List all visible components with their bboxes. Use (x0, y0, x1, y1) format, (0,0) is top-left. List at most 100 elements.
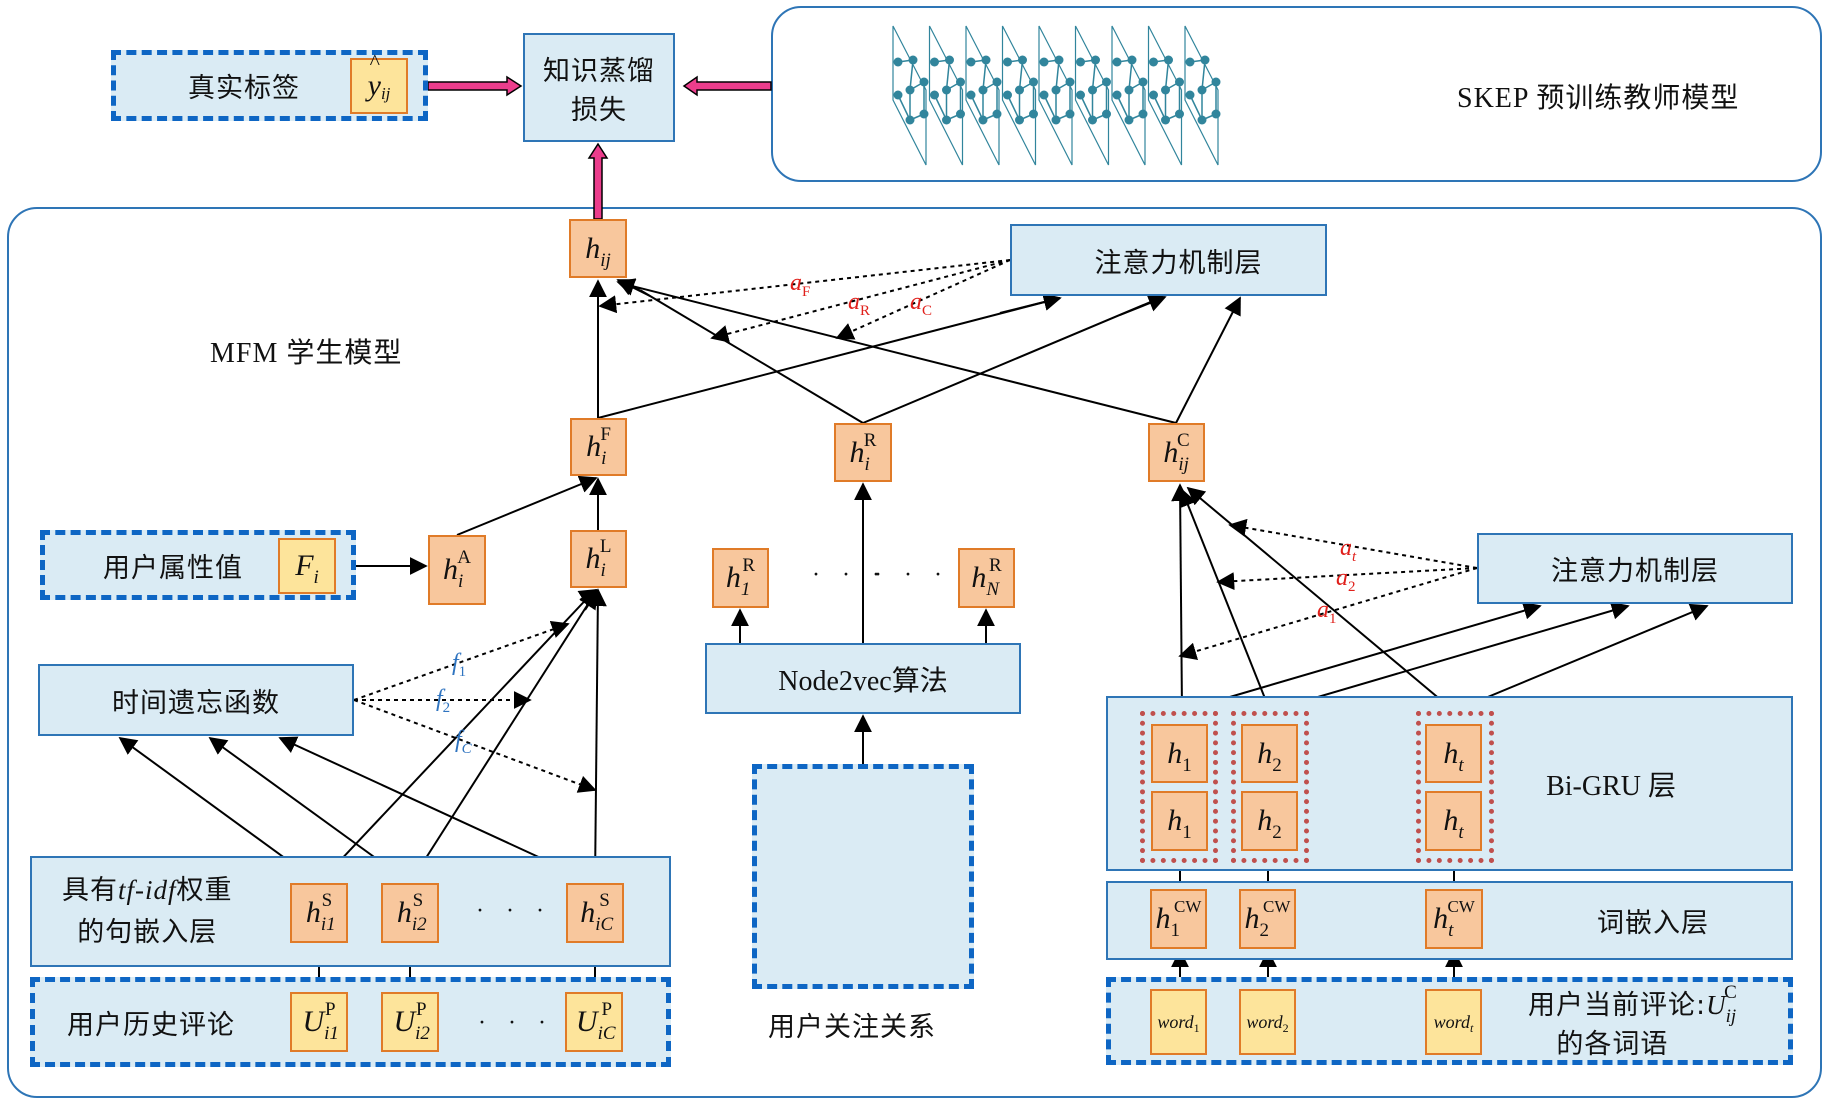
follow-graph-box (752, 764, 974, 989)
weight-aR: aR (848, 289, 871, 319)
plane-neuron (956, 109, 965, 119)
plane-neuron (1124, 115, 1134, 125)
weight-aC: aC (910, 289, 933, 319)
arrow-hR-attn (1119, 294, 1167, 316)
arrow-grut-attn (1453, 603, 1709, 712)
arrow-hS2-hL (580, 590, 598, 611)
plane-edge (1006, 94, 1021, 121)
plane-neuron (981, 55, 991, 65)
ellipsis-right: · · · (874, 562, 950, 588)
plane-neuron (1200, 55, 1210, 65)
plane-neuron (1051, 115, 1061, 125)
weight-aF: aF (790, 270, 811, 300)
dotted-at (1228, 518, 1478, 569)
plane-neuron (1091, 55, 1100, 65)
plane-neuron (1018, 55, 1027, 65)
plane-neuron (1039, 57, 1049, 67)
plane-neuron (966, 90, 976, 100)
weight-fC: fC (455, 727, 472, 757)
weight-a2: a2 (1336, 565, 1356, 595)
ellipsis-left: · · · (812, 562, 888, 588)
plane-edge (1055, 59, 1060, 91)
plane-neuron (893, 57, 903, 67)
plane-neuron (1065, 109, 1075, 119)
plane-neuron (1149, 90, 1158, 100)
plane-neuron (942, 85, 951, 95)
plane-neuron (1029, 77, 1038, 87)
arrow-gru1-hC (1171, 483, 1190, 712)
plane-neuron (930, 57, 939, 67)
plane-outline (1001, 25, 1037, 166)
kd-arrow-from-truth (427, 75, 523, 97)
ellipsis: · · · (476, 898, 552, 924)
plane-neuron (1185, 57, 1195, 67)
plane-neuron (1197, 85, 1207, 95)
plane-neuron (1161, 115, 1170, 125)
plane-neuron (1102, 77, 1111, 87)
user-attribute-label: 用户属性值 (103, 552, 243, 584)
plane-outline (1038, 25, 1073, 166)
plane-neuron (1138, 77, 1148, 87)
plane-neuron (1197, 115, 1207, 125)
line (409, 589, 598, 884)
plane-outline (1184, 25, 1219, 166)
plane-outline (965, 25, 1000, 166)
teacher-label: SKEP 预训练教师模型 (1457, 83, 1740, 114)
plane-neuron (893, 90, 903, 100)
teacher-network-icon (892, 25, 1221, 166)
plane-neuron (1175, 109, 1184, 119)
teacher-layer-plane (1038, 25, 1075, 166)
sentence-layer-line2: 的句嵌入层 (77, 917, 218, 948)
kd-arrow-from-student (587, 142, 609, 220)
plane-neuron (908, 55, 918, 65)
sentence-layer-line1: 具有tf-idf权重 (62, 875, 233, 906)
teacher-layer-plane (965, 25, 1002, 166)
student-label: MFM 学生模型 (210, 338, 403, 369)
plane-edge (982, 59, 987, 91)
arrow-hS-hL (588, 588, 607, 884)
plane-neuron (1185, 90, 1195, 100)
ellipsis: · · · (478, 1010, 554, 1036)
arrow-gru1-attn (1181, 601, 1542, 712)
line-hF-to-attn (597, 297, 1061, 419)
weight-f2: f2 (436, 686, 451, 716)
arrow-hC-hij (616, 278, 641, 296)
dotted-fC (353, 699, 597, 793)
plane-neuron (1088, 115, 1097, 125)
plane-neuron (1112, 57, 1122, 67)
line (318, 589, 596, 884)
plane-neuron (1051, 85, 1061, 95)
plane-neuron (1124, 85, 1134, 95)
dotted-a1 (1178, 567, 1478, 661)
plane-outline (1147, 25, 1183, 166)
plane-edge (970, 94, 984, 121)
plane-neuron (1015, 85, 1024, 95)
attention-right-label: 注意力机制层 (1551, 556, 1719, 587)
teacher-layer-plane (1184, 25, 1221, 166)
plane-edge (1152, 94, 1167, 121)
plane-neuron (1015, 115, 1024, 125)
plane-edge (1079, 94, 1094, 121)
plane-neuron (1054, 55, 1064, 65)
attention-top-label: 注意力机制层 (1094, 247, 1263, 279)
history-reviews-label: 用户历史评论 (67, 1009, 235, 1041)
plane-edge (1091, 59, 1097, 91)
weight-at: at (1340, 535, 1357, 565)
y-hat: ^y (367, 49, 381, 102)
